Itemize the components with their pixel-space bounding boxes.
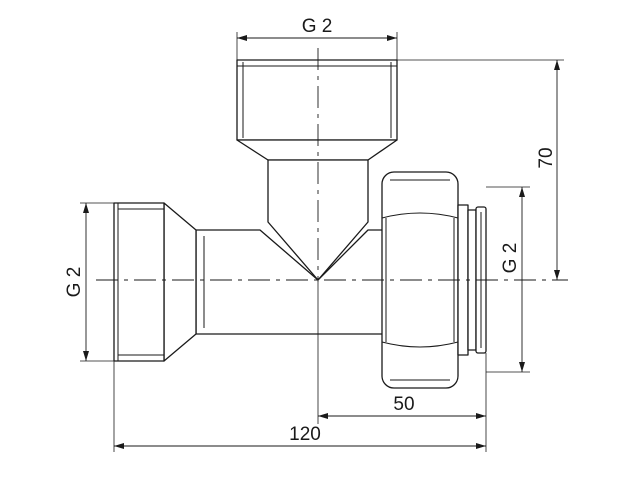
offset-label: 50 [393, 394, 414, 415]
top-thread-dimension: G 2 [236, 16, 398, 60]
left-thread-label: G 2 [64, 267, 85, 298]
height-dimension: 70 [397, 59, 564, 280]
left-reducer-cone [163, 202, 197, 362]
top-reducer-cone [236, 139, 398, 161]
length-dimension: 120 [113, 361, 486, 452]
left-threaded-end [113, 202, 165, 362]
main-body-pipe [195, 229, 387, 335]
right-thread-label: G 2 [500, 243, 521, 274]
top-threaded-end [236, 59, 398, 141]
offset-dimension: 50 [317, 282, 487, 452]
left-thread-dimension: G 2 [64, 202, 114, 362]
height-label: 70 [536, 147, 557, 168]
length-label: 120 [289, 424, 321, 445]
top-thread-label: G 2 [302, 16, 333, 37]
tee-fitting-body [113, 59, 398, 362]
right-thread-dimension: G 2 [486, 186, 530, 373]
